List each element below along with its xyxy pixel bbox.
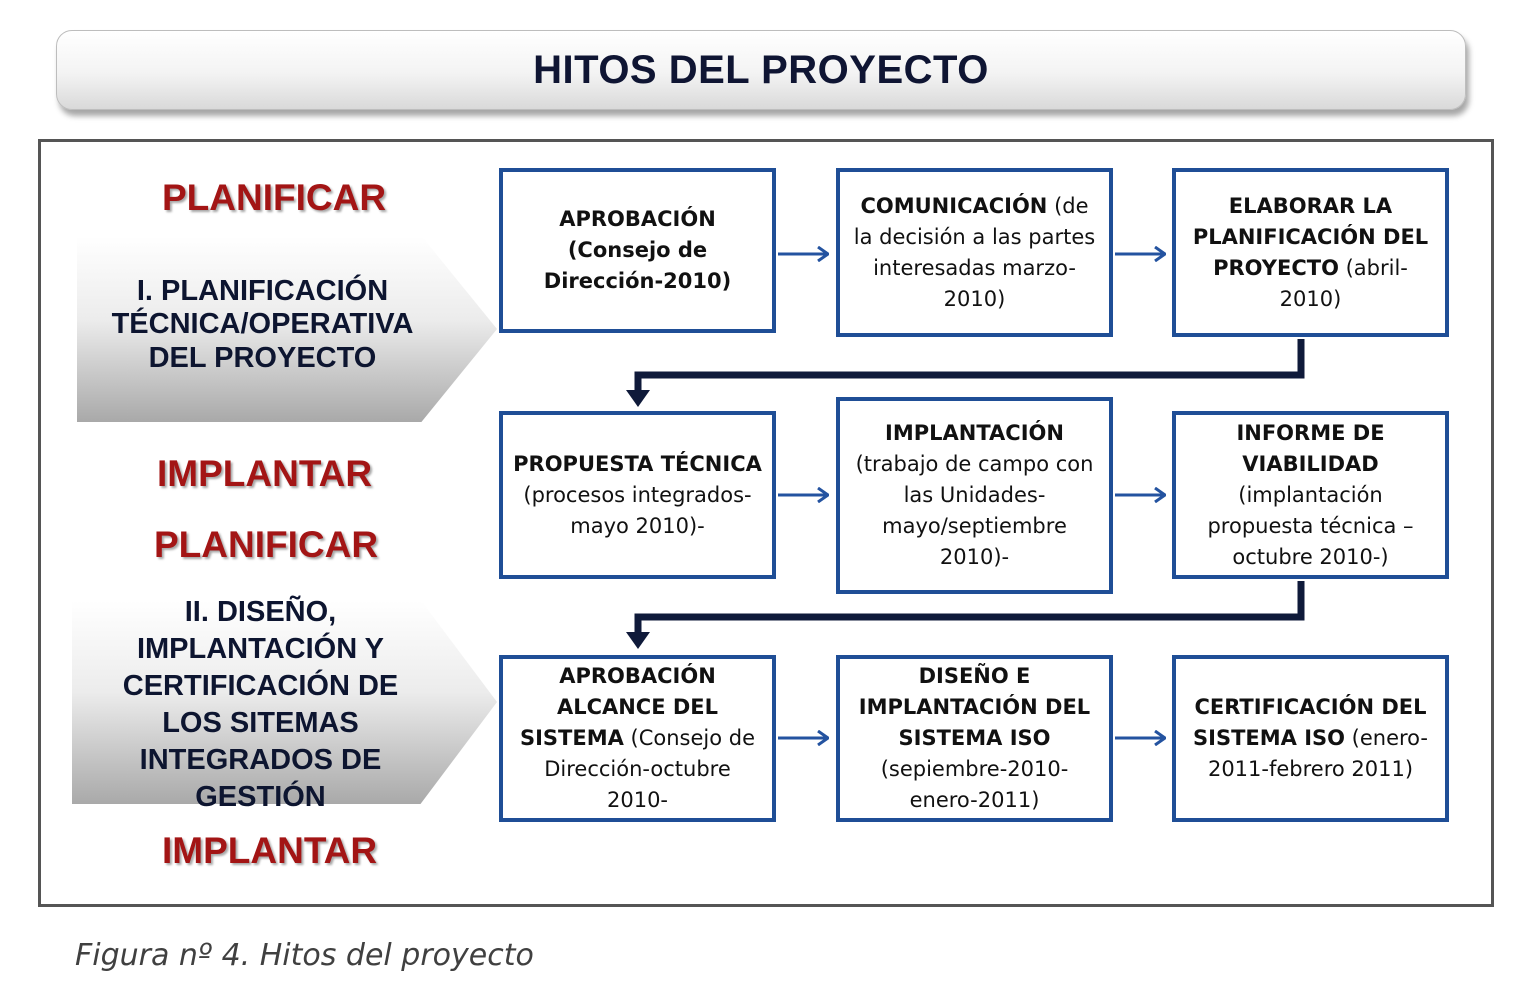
- milestone-box-elaborar-planificacion: ELABORAR LA PLANIFICACIÓN DEL PROYECTO (…: [1172, 168, 1449, 337]
- diagram-title: HITOS DEL PROYECTO: [533, 47, 989, 92]
- box-2-text: (de la decisión a las partes interesadas…: [853, 193, 1096, 311]
- milestone-box-comunicacion: COMUNICACIÓN (de la decisión a las parte…: [836, 168, 1113, 337]
- title-banner: HITOS DEL PROYECTO: [56, 30, 1466, 110]
- section-arrow-2: [72, 600, 497, 804]
- milestone-box-aprobacion: APROBACIÓN (Consejo de Dirección-2010): [499, 168, 776, 333]
- box-9-bold: CERTIFICACIÓN DEL SISTEMA ISO: [1193, 695, 1427, 750]
- box-5-text: (trabajo de campo con las Unidades-mayo/…: [855, 452, 1094, 569]
- box-4-bold: PROPUESTA TÉCNICA: [513, 451, 762, 476]
- box-9-text: (enero-2011-febrero 2011): [1207, 726, 1428, 781]
- elbow-connector-2: [634, 581, 1305, 634]
- milestone-box-diseno-implantacion: DISEÑO E IMPLANTACIÓN DEL SISTEMA ISO (s…: [836, 655, 1113, 822]
- phase-label-implantar-1: IMPLANTAR: [157, 453, 373, 494]
- milestone-box-implantacion: IMPLANTACIÓN (trabajo de campo con las U…: [836, 397, 1113, 594]
- milestone-box-informe-viabilidad: INFORME DE VIABILIDAD (implantación prop…: [1172, 411, 1449, 579]
- section-label-2: II. DISEÑO, IMPLANTACIÓN Y CERTIFICACIÓN…: [122, 596, 399, 813]
- box-7-text: (Consejo de Dirección-octubre 2010-: [544, 726, 756, 812]
- diagram-frame: [38, 139, 1494, 907]
- box-2-bold: COMUNICACIÓN: [860, 193, 1048, 218]
- phase-label-implantar-2: IMPLANTAR: [162, 830, 378, 871]
- elbow-arrowhead-2: [626, 632, 650, 649]
- box-7-bold: APROBACIÓN ALCANCE DEL SISTEMA: [519, 664, 719, 750]
- section-arrow-1: [77, 236, 497, 422]
- box-6-bold: INFORME DE VIABILIDAD: [1236, 420, 1385, 476]
- milestone-box-propuesta-tecnica: PROPUESTA TÉCNICA (procesos integrados-m…: [499, 411, 776, 579]
- section-label-1: I. PLANIFICACIÓN TÉCNICA/OPERATIVA DEL P…: [111, 275, 414, 374]
- milestone-box-aprobacion-alcance: APROBACIÓN ALCANCE DEL SISTEMA (Consejo …: [499, 655, 776, 822]
- elbow-arrowhead-1: [626, 390, 650, 407]
- phase-label-planificar-2: PLANIFICAR: [154, 524, 379, 565]
- box-3-text: (abril-2010): [1279, 255, 1408, 311]
- milestone-box-certificacion: CERTIFICACIÓN DEL SISTEMA ISO (enero-201…: [1172, 655, 1449, 822]
- box-8-text: (sepiembre-2010-enero-2011): [880, 757, 1069, 812]
- box-3-bold: ELABORAR LA PLANIFICACIÓN DEL PROYECTO: [1192, 193, 1429, 280]
- elbow-connector-1: [634, 339, 1305, 392]
- phase-label-planificar-1: PLANIFICAR: [162, 177, 387, 218]
- box-8-bold: DISEÑO E IMPLANTACIÓN DEL SISTEMA ISO: [858, 664, 1091, 750]
- figure-caption: Figura nº 4. Hitos del proyecto: [75, 938, 534, 973]
- box-4-text: (procesos integrados-mayo 2010)-: [523, 482, 752, 538]
- box-6-text: (implantación propuesta técnica – octubr…: [1207, 482, 1414, 569]
- box-1-bold: APROBACIÓN (Consejo de Dirección-2010): [543, 207, 732, 293]
- box-5-bold: IMPLANTACIÓN: [885, 421, 1064, 445]
